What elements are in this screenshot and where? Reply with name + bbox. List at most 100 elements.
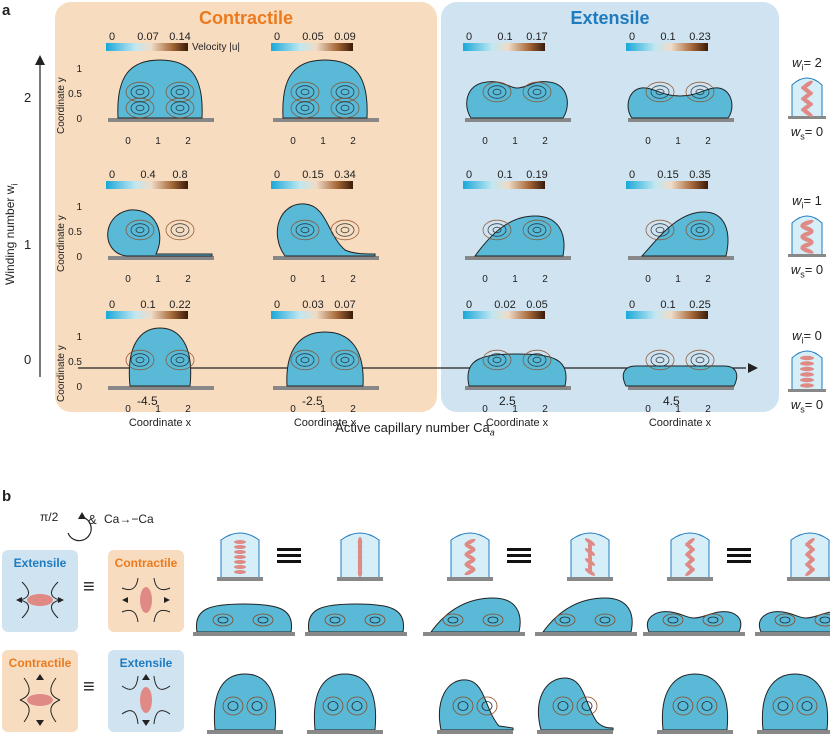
b-schematic-0-1 <box>335 530 385 587</box>
coord-y-label-r2: Coordinate y <box>56 345 67 402</box>
streamline-r2-c1-0-1 <box>295 353 315 367</box>
colorbar-tick-r2-c1-1: 0.03 <box>302 299 323 311</box>
streamline-r2-c2-1-2 <box>532 356 542 364</box>
coord-x-label-c2: Coordinate x <box>486 417 549 429</box>
side-droplet-icon-1 <box>788 215 826 257</box>
coord-y-tick-r1-0: 1 <box>76 202 82 213</box>
coord-y-label-r0: Coordinate y <box>56 77 67 134</box>
colorbar-tick-r1-c2-1: 0.1 <box>497 169 512 181</box>
coord-x-tick-r1-c2-2: 2 <box>542 274 548 285</box>
substrate-r0-c3 <box>628 118 734 122</box>
streamline-r1-c1-1-0 <box>330 219 360 241</box>
coord-x-tick-r2-c2-0: 0 <box>482 404 488 415</box>
streamline-r0-c2-0-1 <box>487 85 507 99</box>
colorbar-r1-c2 <box>463 181 545 189</box>
streamline-r1-c0-0-0 <box>125 219 155 241</box>
substrate-r1-c3 <box>628 256 734 260</box>
substrate-r2-c2 <box>465 386 571 390</box>
coord-x-tick-r0-c3-0: 0 <box>645 136 651 147</box>
coord-x-tick-r0-c0-2: 2 <box>185 136 191 147</box>
streamline-r1-c3-1-0 <box>685 219 715 241</box>
coord-x-tick-r1-c1-0: 0 <box>290 274 296 285</box>
streamline-r1-c3-0-0 <box>645 219 675 241</box>
ca-tick-1: -4.5 <box>137 394 158 408</box>
b-flow-top-2-1 <box>753 590 830 643</box>
coord-x-tick-r2-c0-2: 2 <box>185 404 191 415</box>
substrate-r0-c0 <box>108 118 214 122</box>
coord-x-tick-r2-c2-1: 1 <box>512 404 518 415</box>
colorbar-tick-r2-c3-1: 0.1 <box>660 299 675 311</box>
coord-y-tick-r2-0: 1 <box>76 332 82 343</box>
streamline-r1-c1-0-2 <box>300 226 310 234</box>
extensile-title: Extensile <box>570 8 650 28</box>
coord-x-tick-r0-c1-0: 0 <box>290 136 296 147</box>
droplet-r2-c3 <box>622 365 738 387</box>
colorbar-tick-r2-c2-0: 0 <box>466 299 472 311</box>
coord-y-tick-r1-2: 0 <box>76 252 82 263</box>
colorbar-tick-r1-c2-2: 0.19 <box>526 169 547 181</box>
streamline-r1-c0-1-2 <box>175 226 185 234</box>
droplet-r0-c0 <box>117 59 203 119</box>
coord-y-label-r1: Coordinate y <box>56 215 67 272</box>
colorbar-tick-r0-c2-1: 0.1 <box>497 31 512 43</box>
coord-x-tick-r2-c1-2: 2 <box>350 404 356 415</box>
streamline-r0-c3-0-1 <box>650 85 670 99</box>
streamline-r2-c1-1-1 <box>335 353 355 367</box>
panel-a-letter: a <box>2 2 11 19</box>
coord-x-tick-r1-c3-2: 2 <box>705 274 711 285</box>
streamline-r2-c0-0-2 <box>135 356 145 364</box>
b-flow-top-1-0 <box>421 590 527 643</box>
coord-y-tick-r0-0: 1 <box>76 64 82 75</box>
streamline-r0-c2-1-0 <box>522 81 552 103</box>
streamline-r0-c2-1-2 <box>532 88 542 96</box>
coord-x-tick-r1-c0-0: 0 <box>125 274 131 285</box>
colorbar-tick-r0-c2-2: 0.17 <box>526 31 547 43</box>
b-flow-top-1-1 <box>533 590 639 643</box>
extensile-box-bottom: Extensile <box>108 650 184 732</box>
streamline-r2-c3-1-1 <box>690 353 710 367</box>
colorbar-r0-c1 <box>271 43 353 51</box>
substrate-r0-c1 <box>273 118 379 122</box>
streamline-r1-c3-1-1 <box>690 223 710 237</box>
b-schematic-1-0 <box>445 530 495 587</box>
coord-x-tick-r1-c0-1: 1 <box>155 274 161 285</box>
colorbar-tick-r2-c0-0: 0 <box>109 299 115 311</box>
colorbar-tick-r1-c3-1: 0.15 <box>657 169 678 181</box>
colorbar-tick-r0-c0-2: 0.14 <box>169 31 190 43</box>
contractile-force-icon-bottom <box>19 674 61 726</box>
colorbar-r1-c0 <box>106 181 188 189</box>
streamline-r2-c0-1-2 <box>175 356 185 364</box>
streamline-r1-c1-0-1 <box>295 223 315 237</box>
b-schematic-2-0 <box>665 530 715 587</box>
streamline-r0-c1-0-2 <box>300 88 310 96</box>
coord-x-tick-r2-c0-0: 0 <box>125 404 131 415</box>
colorbar-tick-r2-c2-1: 0.02 <box>494 299 515 311</box>
colorbar-r2-c3 <box>626 311 708 319</box>
colorbar-tick-r2-c0-1: 0.1 <box>140 299 155 311</box>
colorbar-tick-r1-c1-0: 0 <box>274 169 280 181</box>
streamline-r2-c3-0-0 <box>645 349 675 371</box>
streamline-r1-c1-1-2 <box>340 226 350 234</box>
winding-tick-0: 0 <box>24 352 32 367</box>
streamline-r0-c3-0-2 <box>655 88 665 96</box>
contractile-box-bottom: Contractile <box>2 650 78 732</box>
coord-x-label-c0: Coordinate x <box>129 417 192 429</box>
b-flow-bottom-0-1 <box>305 670 385 741</box>
colorbar-tick-r0-c3-1: 0.1 <box>660 31 675 43</box>
side-wi-label-2: wi= 0 <box>792 328 822 346</box>
winding-tick-2: 2 <box>24 90 32 105</box>
ampersand: & <box>88 512 97 527</box>
coord-x-tick-r0-c1-2: 2 <box>350 136 356 147</box>
droplet-r1-c2 <box>474 215 565 257</box>
side-wi-label-0: wi= 2 <box>792 55 822 73</box>
coord-x-tick-r0-c0-0: 0 <box>125 136 131 147</box>
